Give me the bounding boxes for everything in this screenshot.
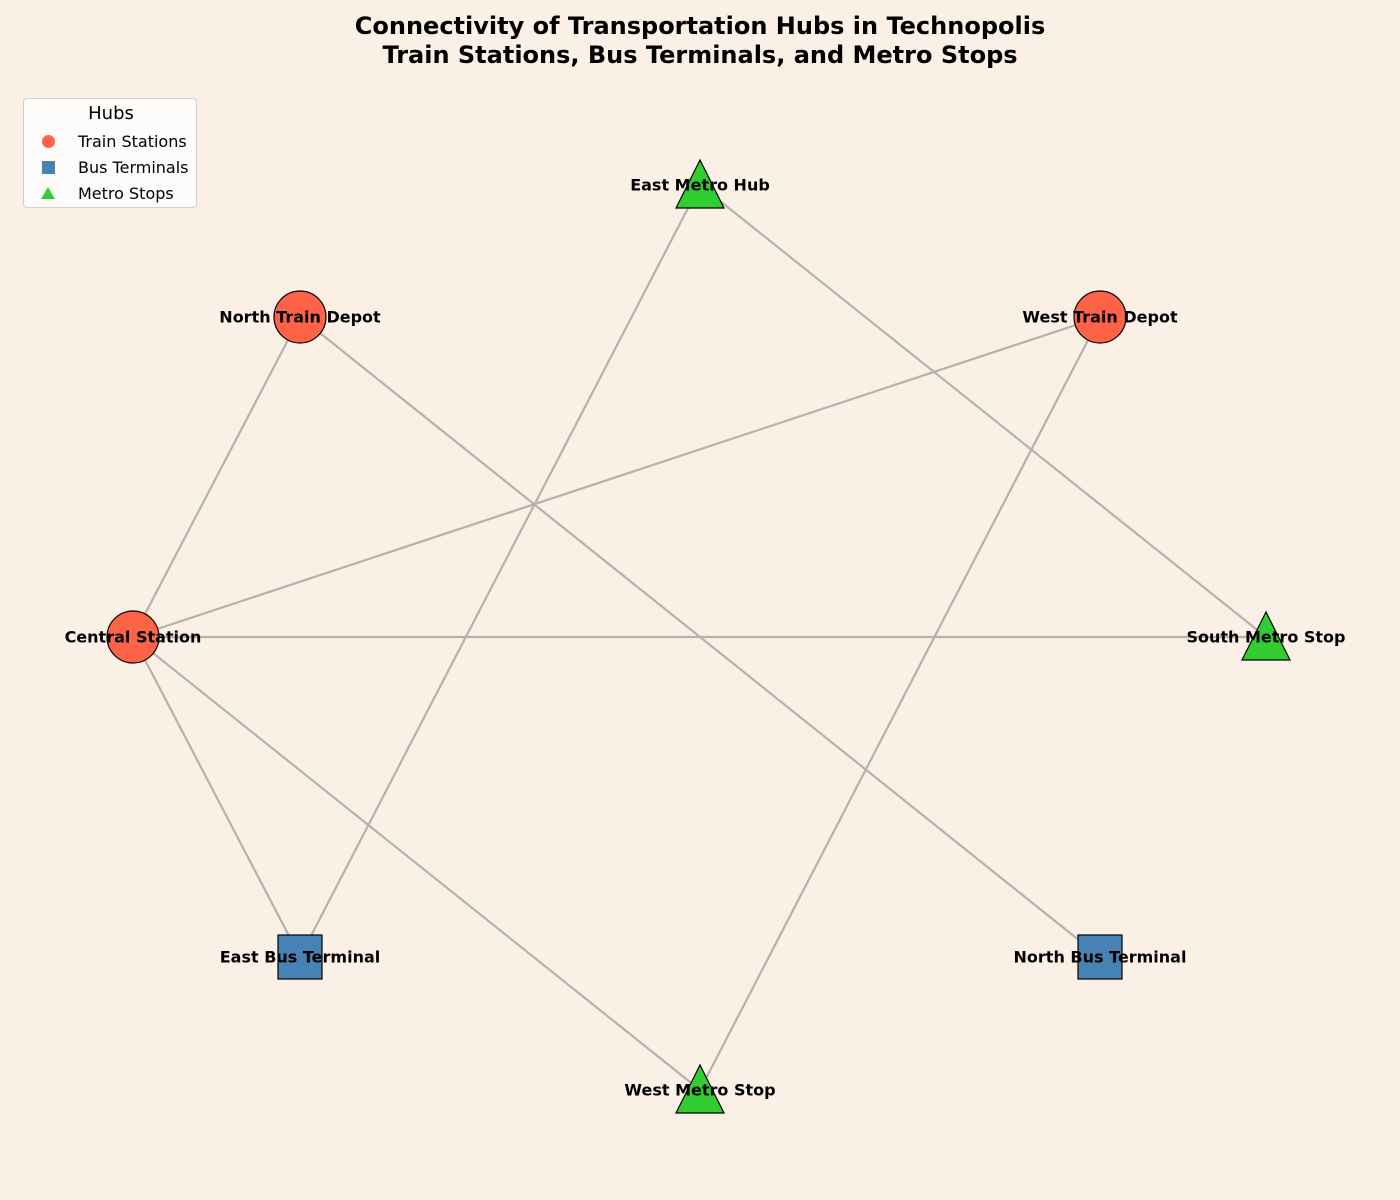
legend-label: Train Stations xyxy=(78,131,187,151)
edge-central-west-metro xyxy=(132,636,701,1091)
diagram-title: Connectivity of Transportation Hubs in T… xyxy=(354,12,1046,40)
edge-central-west-train xyxy=(132,315,1101,639)
edge-central-east-bus xyxy=(132,636,301,958)
circle-marker-icon xyxy=(41,134,55,148)
node-label-north-bus: North Bus Terminal xyxy=(1014,948,1187,967)
node-central xyxy=(106,610,160,664)
node-label-east-metro: East Metro Hub xyxy=(630,176,770,195)
legend-label: Bus Terminals xyxy=(78,157,189,177)
edge-central-north-train xyxy=(132,316,301,638)
legend-item-train-stations: Train Stations xyxy=(36,130,187,152)
legend-item-metro-stops: Metro Stops xyxy=(36,182,174,204)
node-west-train xyxy=(1073,290,1127,344)
node-south-metro xyxy=(1241,610,1291,661)
node-label-west-train: West Train Depot xyxy=(1022,308,1178,327)
node-label-north-train: North Train Depot xyxy=(219,308,381,327)
node-label-central: Central Station xyxy=(65,628,202,647)
node-north-train xyxy=(273,290,327,344)
node-label-south-metro: South Metro Stop xyxy=(1186,628,1345,647)
diagram-subtitle: Train Stations, Bus Terminals, and Metro… xyxy=(382,41,1018,69)
legend-item-bus-terminals: Bus Terminals xyxy=(36,156,189,178)
node-label-east-bus: East Bus Terminal xyxy=(220,948,381,967)
node-west-metro xyxy=(675,1063,725,1114)
nodes-layer xyxy=(106,158,1291,1114)
edge-east-metro-south-metro xyxy=(699,184,1267,638)
labels-layer: Central Station North Train Depot West Tra… xyxy=(65,176,1346,1100)
node-label-west-metro: West Metro Stop xyxy=(624,1081,775,1100)
edge-north-train-north-bus xyxy=(299,316,1101,958)
edge-west-train-west-metro xyxy=(699,316,1101,1091)
node-east-metro xyxy=(675,158,725,209)
node-east-bus xyxy=(277,934,323,980)
legend-title: Hubs xyxy=(88,103,134,124)
edge-east-metro-east-bus xyxy=(299,184,701,958)
node-north-bus xyxy=(1077,934,1123,980)
legend-label: Metro Stops xyxy=(78,183,174,203)
triangle-marker-icon xyxy=(41,187,55,199)
square-marker-icon xyxy=(41,160,55,174)
edges-layer xyxy=(132,184,1267,1091)
